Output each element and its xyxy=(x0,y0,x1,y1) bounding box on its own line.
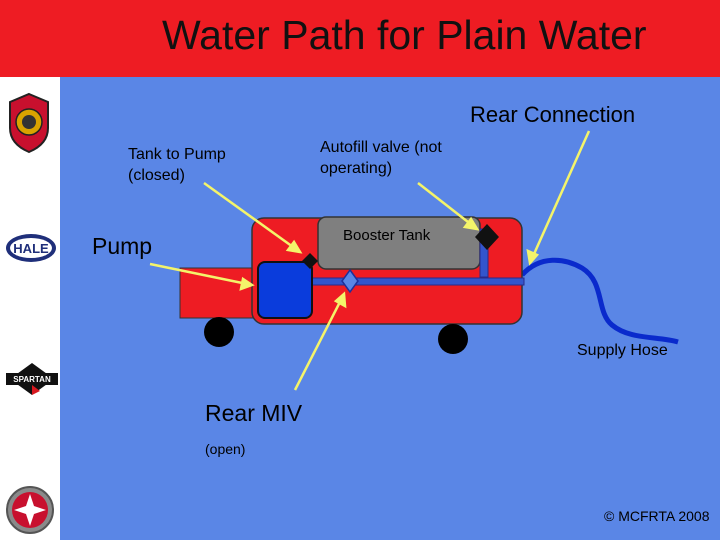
pump-label: Pump xyxy=(92,233,153,259)
copyright-notice: © MCFRTA 2008 xyxy=(604,508,710,524)
arrow-rear-connection xyxy=(528,130,591,264)
tank-to-pump-label: Tank to Pump (closed) xyxy=(128,144,226,186)
pump xyxy=(257,261,313,319)
spartan-logo-icon: SPARTAN xyxy=(6,363,58,395)
arrow-autofill xyxy=(417,182,478,230)
spartan-logo-text: SPARTAN xyxy=(13,375,51,384)
hale-logo-text: HALE xyxy=(13,241,49,256)
arrow-tank-to-pump xyxy=(203,181,301,254)
tank-to-pump-valve-icon xyxy=(302,253,318,269)
title-bar: Water Path for Plain Water xyxy=(0,0,720,77)
tank-to-pump-label-line1: Tank to Pump xyxy=(128,146,226,163)
rear-miv-label: Rear MIV xyxy=(205,400,303,426)
supply-hose-label: Supply Hose xyxy=(577,342,668,359)
rear-miv-valve-icon xyxy=(341,268,359,294)
arrow-pump xyxy=(149,262,253,287)
autofill-valve-icon xyxy=(475,224,499,250)
autofill-valve-label: Autofill valve (not operating) xyxy=(320,137,442,179)
fire-department-badge-icon xyxy=(9,92,49,154)
main-water-line xyxy=(297,277,525,286)
rear-miv-state-label: (open) xyxy=(205,441,246,457)
rear-connection-label: Rear Connection xyxy=(470,102,636,127)
logo-sidebar xyxy=(0,77,60,540)
hale-logo-icon: HALE xyxy=(6,234,56,262)
autofill-valve-label-line1: Autofill valve (not xyxy=(320,139,442,156)
star-emblem-icon xyxy=(6,486,54,534)
supply-hose xyxy=(520,257,679,345)
rear-wheel xyxy=(438,324,468,354)
booster-tank-label: Booster Tank xyxy=(343,227,431,244)
truck-cab xyxy=(179,267,259,319)
autofill-valve-label-line2: operating) xyxy=(320,160,393,177)
arrow-rear-miv xyxy=(293,293,346,391)
front-wheel xyxy=(204,317,234,347)
tank-to-pump-label-line2: (closed) xyxy=(128,167,185,184)
slide-title: Water Path for Plain Water xyxy=(162,12,647,58)
